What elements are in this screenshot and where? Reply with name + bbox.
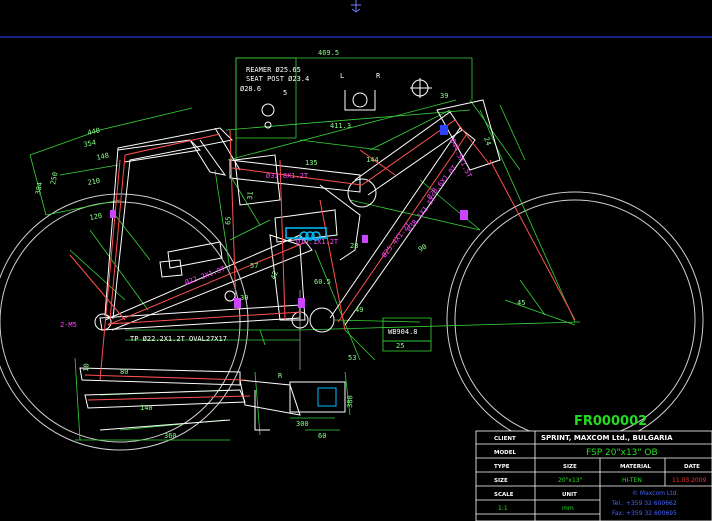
- tb-size-value: 20"x13": [558, 477, 583, 484]
- dim-value: 53: [348, 354, 356, 362]
- dim-value: 380: [346, 395, 354, 408]
- dim-value: 411.3: [330, 122, 351, 130]
- dim-value: 25: [396, 342, 404, 350]
- dim-value: 24: [482, 136, 492, 147]
- dim-value: 57: [250, 262, 258, 270]
- note-seat-dim: 5: [283, 89, 287, 97]
- dim-value: 144: [366, 156, 379, 164]
- rear-wheel: [0, 193, 249, 451]
- tb-client-label: CLIENT: [494, 436, 516, 442]
- note-seat-dia: Ø28.6: [240, 85, 261, 93]
- dim-value: 250: [49, 171, 59, 185]
- dim-value: 469.5: [318, 49, 339, 57]
- dim-value: 90: [417, 243, 428, 254]
- dim-value: 148: [96, 151, 110, 161]
- title-block: [475, 430, 712, 521]
- title-block-text: CLIENT SPRINT, MAXCOM Ltd., BULGARIA MOD…: [494, 434, 707, 517]
- tb-material-value: HI-TEN: [622, 477, 642, 484]
- frame-centerlines: [69, 119, 576, 401]
- dim-value: 384: [34, 181, 44, 195]
- dimension-lines: [29, 57, 581, 441]
- dimension-values: 469.5 411.3 440 354 384 250 210 120 148 …: [34, 49, 525, 440]
- tb-size-label: SIZE: [563, 464, 577, 470]
- dim-value: 60: [318, 432, 326, 440]
- tb-unit-value: mm: [562, 505, 574, 512]
- tube-label: Ø28.6X1.0T: [425, 163, 459, 201]
- dim-value: 30: [240, 294, 248, 302]
- drawing-number: FR000002: [574, 414, 647, 429]
- tb-date-label: DATE: [684, 464, 700, 470]
- dim-value: 360: [164, 432, 177, 440]
- tb-date-value: 11.03.2009: [672, 477, 707, 484]
- tb-type-label: TYPE: [494, 464, 510, 470]
- tb-scale-label: SCALE: [494, 492, 514, 498]
- dim-value: 45: [517, 299, 525, 307]
- note-right: R: [376, 72, 381, 80]
- note-dropout: 2-M5: [60, 321, 77, 329]
- dim-value: 135: [305, 159, 318, 167]
- dim-value: 60.5: [314, 278, 331, 286]
- tb-tel: Tel.: +359 32 600662: [611, 500, 677, 507]
- dim-value: R: [278, 372, 283, 380]
- dim-value: 354: [83, 138, 97, 148]
- tube-label: Ø22.2X1.0T: [184, 265, 227, 287]
- ucs-axis-icon: [351, 0, 361, 13]
- dim-value: 42: [269, 270, 279, 281]
- dim-value: 140: [140, 404, 153, 412]
- tb-company: © Maxcom Ltd.: [632, 490, 678, 497]
- tb-fax: Fax: +359 32 600695: [612, 510, 677, 517]
- dim-value: 39: [440, 92, 448, 100]
- tb-scale-value: 1:1: [498, 505, 508, 512]
- tube-label: Ø19.1X1.2T: [296, 238, 339, 246]
- dim-value: 28: [350, 242, 358, 250]
- dim-value: 65: [224, 216, 233, 225]
- note-tube-spec: TP Ø22.2X1.2T OVAL27X17: [130, 335, 227, 343]
- dim-value: 120: [89, 212, 103, 222]
- dim-value: 49: [355, 306, 363, 314]
- tb-model-value: FSP 20"x13" OB: [586, 448, 658, 458]
- dim-value: 10: [82, 363, 91, 372]
- tb-client-value: SPRINT, MAXCOM Ltd., BULGARIA: [541, 434, 673, 442]
- dim-value: 80: [120, 368, 128, 376]
- note-reamer: REAMER Ø25.65: [246, 66, 301, 74]
- tb-unit-label: UNIT: [562, 492, 577, 498]
- tb-model-label: MODEL: [494, 450, 516, 456]
- tb-material-label: MATERIAL: [620, 464, 651, 470]
- note-left: L: [340, 72, 344, 80]
- dim-value: 300: [296, 420, 309, 428]
- tube-labels: Ø31.8X1.2T Ø25.4X1.2T Ø38.1X1.5T Ø44.5X1…: [184, 137, 474, 286]
- dim-value: 210: [87, 177, 101, 187]
- drawing-notes: REAMER Ø25.65 SEAT POST Ø23.4 Ø28.6 5 L …: [60, 66, 418, 343]
- tb-size-row-label: SIZE: [494, 478, 508, 484]
- dim-value: 440: [87, 126, 101, 136]
- tube-label: Ø31.8X1.2T: [266, 172, 309, 180]
- weld-markers: [110, 125, 468, 407]
- note-wheelbase: WB904.8: [388, 328, 418, 336]
- note-seat-post: SEAT POST Ø23.4: [246, 75, 309, 83]
- dim-value: 31: [246, 191, 255, 200]
